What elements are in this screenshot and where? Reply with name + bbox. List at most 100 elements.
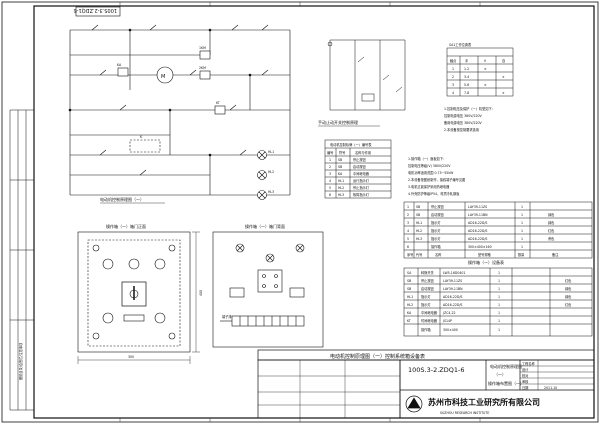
bb-r3c4: 绿色: [565, 294, 572, 299]
status-h0: 触点: [450, 58, 457, 63]
bt-h3: 型号规格: [478, 252, 492, 257]
bb-r5c3: 1: [498, 311, 500, 315]
bt-r1c0: 2: [407, 213, 409, 217]
bb-r2c1: 启动按钮: [421, 286, 435, 291]
bt-r5c4: 1: [521, 245, 523, 249]
code-table-header-2: 名称与作用: [355, 150, 371, 155]
bt-r4c1: HL3: [416, 237, 422, 241]
bt-r4c4: 1: [521, 237, 523, 241]
note-lower-4: 3.电机过载保护采用热继电器: [408, 184, 450, 189]
coil-label-5: K: [140, 135, 143, 139]
status-r0c1: 1-2: [464, 67, 469, 71]
bt-r3c2: 指示灯: [431, 228, 441, 233]
bb-r7c2: 300×400: [443, 328, 458, 332]
note-lower-5: 4.外壳防护等级IP54，材质冷轧钢板: [408, 191, 460, 196]
bt-h2: 名称: [435, 252, 442, 257]
bt-r3c5: 红色: [548, 228, 555, 233]
code-row-1-c0: 2: [329, 165, 331, 169]
code-row-1-c1: SB: [338, 165, 342, 169]
note-lower-3: 2.本设备按图纸制作，接线端子编号见图: [408, 177, 465, 182]
bb-r7c1: 操作箱: [421, 327, 431, 332]
code-row-0-c0: 1: [329, 158, 331, 162]
bb-r0c1: 转换开关: [421, 270, 435, 275]
bb-r6c2: JS14P: [442, 319, 452, 323]
title-side-1: 设计: [522, 367, 529, 372]
bt-r2c2: 指示灯: [431, 220, 441, 225]
bb-r2c0: SB: [407, 287, 411, 291]
bb-r5c2: JZC4-22: [442, 311, 456, 315]
bb-r1c4: 红色: [565, 278, 572, 283]
control-schematic: M: [68, 24, 291, 200]
lamp-label-3: HL3: [268, 190, 274, 194]
bt-h5: 备注: [552, 252, 559, 257]
code-row-5-c2: 故障指示灯: [353, 192, 370, 197]
status-table: [446, 47, 514, 97]
bt-r0c2: 停止按钮: [431, 204, 445, 209]
code-row-2-c2: 中间继电器: [353, 171, 370, 176]
bt-h1: 代号: [416, 252, 422, 257]
bb-r4c0: HL2: [407, 303, 413, 307]
bom-top-table: [403, 201, 593, 259]
circuit-caption: 电动机控制原理图（一）: [100, 196, 144, 202]
title-line-0: 电动机控制原理图: [490, 363, 522, 369]
bb-r2c2: LAY39-11BN: [443, 287, 463, 291]
code-row-5-c1: HL3: [338, 193, 344, 197]
note-upper-3: 2.本设备按控制要求选用: [444, 127, 479, 132]
status-r0c0: 1: [452, 67, 454, 71]
status-r1c0: 2: [452, 75, 454, 79]
code-row-2-c0: 3: [329, 172, 331, 176]
bt-r3c1: HL2: [416, 229, 422, 233]
bb-r3c1: 指示灯: [421, 294, 431, 299]
code-row-2-c1: KA: [338, 172, 343, 176]
company-en: SUZHOU RESEARCH INSTITUTE: [440, 411, 489, 415]
note-upper-0: 1.控制电压及保护（一）机型如下：: [444, 106, 495, 111]
title-side-2: 校对: [522, 373, 529, 378]
bb-r1c3: 1: [498, 279, 500, 283]
bb-r4c1: 指示灯: [421, 302, 431, 307]
bt-r2c0: 3: [407, 221, 409, 225]
status-table-title: SA1工作位置表: [449, 42, 472, 47]
front-width-dim: 300: [128, 355, 134, 359]
bt-r1c3: LAY39-11BN: [468, 213, 488, 217]
note-lower-1: 控制电压等级(V) 380V/220V: [408, 163, 451, 168]
code-row-0-c1: SB: [338, 158, 342, 162]
lamp-label-2: HL2: [268, 170, 274, 174]
bb-r3c2: AD16-22D/S: [443, 295, 462, 299]
bt-r0c4: 1: [521, 205, 523, 209]
bb-r7c3: 1: [498, 328, 500, 332]
drawing-number: 100S.3-2.ZDQ1-6: [74, 7, 117, 13]
status-r1c1: 3-4: [464, 75, 469, 79]
title-band-text: 电动机控制原理图（一）控制系统箱设备表: [330, 353, 425, 360]
binding-vertical-text: 图纸目录/会签栏/注意事项: [18, 342, 23, 380]
status-h1: 手: [465, 58, 469, 63]
bt-r1c5: 绿色: [548, 212, 555, 217]
bt-r5c0: 6: [407, 245, 409, 249]
front-panel: [77, 231, 200, 364]
bb-r4c4: 红色: [565, 302, 572, 307]
bb-r3c0: HL1: [407, 295, 413, 299]
bt-r5c3: 300×400×160: [468, 245, 492, 249]
inside-panel: [212, 231, 324, 348]
title-side-3: 审核: [522, 379, 529, 384]
coil-label-4: KA: [117, 63, 122, 67]
code-row-3-c2: 运行指示灯: [353, 178, 370, 183]
title-line-1: （一）: [494, 372, 506, 377]
inside-panel-title: 操作箱（一）箱门背面: [245, 223, 285, 229]
bt-r0c0: 1: [407, 205, 409, 209]
bt-r0c3: LAY39-11ZS: [468, 205, 487, 209]
note-lower-0: 1.操作箱（一）面板如下：: [408, 156, 446, 161]
code-table-header-0: 编号: [327, 150, 333, 155]
brake-caption: 手动止动开关控制原理: [318, 119, 358, 125]
bt-r3c3: AD16-22D/S: [468, 229, 487, 233]
title-drawing-no: 100S.3-2.ZDQ1-6: [408, 366, 464, 374]
bt-r4c3: AD16-22D/S: [468, 237, 487, 241]
title-line-2: 操作箱布置图（一）: [488, 380, 524, 386]
bb-r2c3: 1: [498, 287, 500, 291]
bt-r3c0: 4: [407, 229, 409, 233]
bom-top-caption: 操作箱（一）设备表: [468, 259, 504, 265]
code-row-3-c0: 4: [329, 179, 331, 183]
code-table-title: 电动机控制标牌（一）编号表: [330, 142, 372, 147]
code-table-rows: 1 SB 停止按钮 2 SB 启动按钮 3 KA 中间继电器 4 HL1 运行指…: [329, 157, 370, 197]
bb-r1c1: 停止按钮: [421, 278, 435, 283]
